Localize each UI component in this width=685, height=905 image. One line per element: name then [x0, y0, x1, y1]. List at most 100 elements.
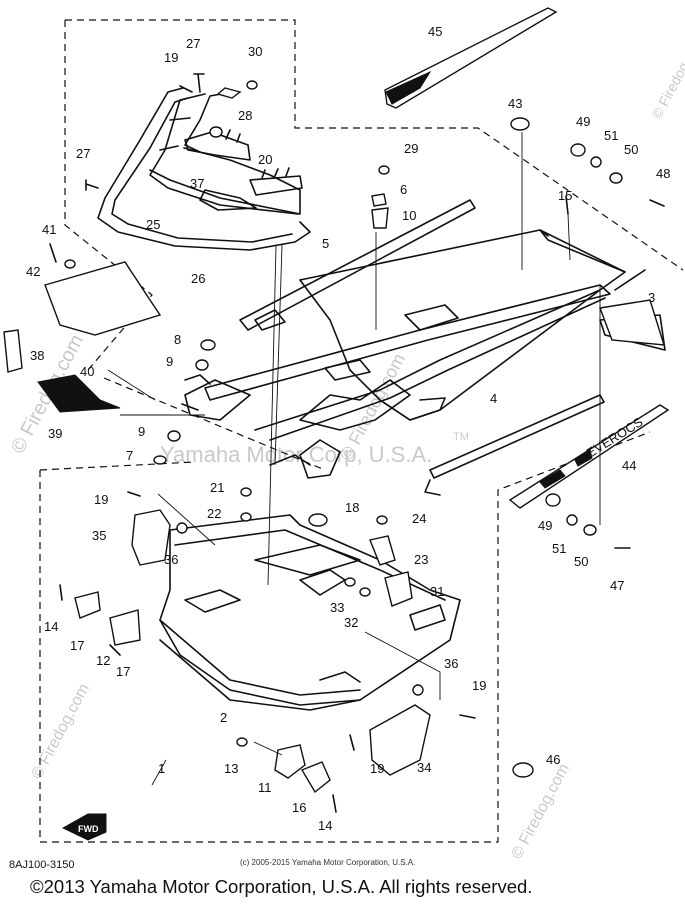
clip-10: [371, 207, 389, 229]
callout-16: 16: [292, 800, 306, 815]
washer-51a: [590, 156, 602, 168]
callout-11: 11: [258, 780, 272, 795]
washer-50b: [583, 524, 597, 536]
callout-49a: 49: [576, 114, 590, 129]
middle-boundary: [103, 377, 326, 471]
callout-38: 38: [30, 348, 44, 363]
copyright-notice: ©2013 Yamaha Motor Corporation, U.S.A. A…: [30, 876, 533, 897]
bracket-35: [131, 509, 171, 566]
bracket-23: [369, 535, 396, 566]
callout-36a: 36: [164, 552, 178, 567]
callout-51b: 51: [552, 541, 566, 556]
cap-43: [510, 117, 530, 131]
nut-30: [246, 80, 258, 90]
callout-9a: 9: [166, 354, 173, 369]
cap-46: [512, 762, 534, 778]
callout-1: 1: [158, 761, 165, 776]
grommet-9a: [195, 359, 209, 371]
callout-43: 43: [508, 96, 522, 111]
callout-37: 37: [190, 176, 204, 191]
bracket-31: [384, 571, 413, 607]
callout-21: 21: [210, 480, 224, 495]
callout-2: 2: [220, 710, 227, 725]
bolt-19b: [127, 491, 141, 497]
cap-18: [308, 513, 328, 527]
callout-10: 10: [402, 208, 416, 223]
decal-strip-45: [384, 7, 558, 109]
callout-29: 29: [404, 141, 418, 156]
watermark-owner: Yamaha Motor Corp, U.S.A.: [160, 442, 432, 467]
nut-33: [344, 577, 356, 587]
callout-18: 18: [345, 500, 359, 515]
side-plate-40: [44, 261, 162, 336]
callout-30: 30: [248, 44, 262, 59]
callout-8: 8: [174, 332, 181, 347]
watermark-firedog-bottom-left: © Firedog.com: [29, 681, 93, 782]
callout-28: 28: [238, 108, 252, 123]
bracket-3: [599, 299, 665, 346]
nut-13: [236, 737, 248, 747]
callout-17a: 17: [70, 638, 84, 653]
bracket-34: [369, 704, 431, 776]
callout-33: 33: [330, 600, 344, 615]
callout-27a: 27: [186, 36, 200, 51]
callout-9b: 9: [138, 424, 145, 439]
callout-36b: 36: [444, 656, 458, 671]
callout-17b: 17: [116, 664, 130, 679]
callout-39: 39: [48, 426, 62, 441]
callout-50b: 50: [574, 554, 588, 569]
callout-47: 47: [610, 578, 624, 593]
callout-7: 7: [126, 448, 133, 463]
callout-5: 5: [322, 236, 329, 251]
watermark-tm: TM: [453, 431, 469, 443]
callout-35: 35: [92, 528, 106, 543]
watermark-firedog-top-right: © Firedog.com: [649, 33, 685, 122]
bolt-41: [49, 243, 57, 263]
bolt-12: [109, 644, 121, 656]
decal-38: [3, 329, 23, 373]
washer-50a: [609, 172, 623, 184]
upper-group-outline: [65, 19, 684, 271]
bolt-14b: [332, 794, 337, 813]
callout-20: 20: [258, 152, 272, 167]
callout-41: 41: [42, 222, 56, 237]
hardware-parts: [49, 73, 665, 813]
chassis-frame: [181, 199, 666, 496]
nut-22: [240, 512, 252, 522]
callout-25: 25: [146, 217, 160, 232]
washer-32: [359, 587, 371, 597]
bolt-15: [565, 195, 569, 215]
cap-29: [378, 165, 390, 175]
callout-19b: 19: [94, 492, 108, 507]
callout-44: 44: [622, 458, 636, 473]
callout-19c: 19: [472, 678, 486, 693]
grommet-9b: [167, 430, 181, 442]
left-upper-outline: [64, 20, 153, 371]
bolt-14a: [59, 584, 63, 601]
bolt-48: [649, 199, 665, 207]
bolt-19d: [349, 734, 355, 751]
bracket-17a: [74, 591, 101, 619]
callout-46: 46: [546, 752, 560, 767]
grommet-42: [64, 259, 76, 269]
left-lower-outline: [39, 461, 196, 471]
washer-24: [376, 515, 388, 525]
callout-32: 32: [344, 615, 358, 630]
nut-7: [153, 455, 167, 465]
source-copyright: (c) 2005-2015 Yamaha Motor Corporation, …: [240, 858, 416, 867]
callout-4: 4: [490, 391, 497, 406]
callout-12: 12: [96, 653, 110, 668]
fwd-arrow-shape: [61, 813, 107, 841]
plate-39: [37, 374, 121, 413]
callout-48: 48: [656, 166, 670, 181]
side-decal-44-graphic: [539, 449, 593, 489]
lower-group-outline: [39, 431, 651, 843]
decal-strip-45-shade: [385, 70, 432, 105]
drawing-code: 8AJ100-3150: [9, 859, 75, 871]
nut-49b: [545, 493, 561, 507]
washer-21: [240, 487, 252, 497]
callout-34: 34: [417, 760, 431, 775]
clip-6: [371, 193, 387, 207]
washer-36a: [176, 522, 188, 534]
